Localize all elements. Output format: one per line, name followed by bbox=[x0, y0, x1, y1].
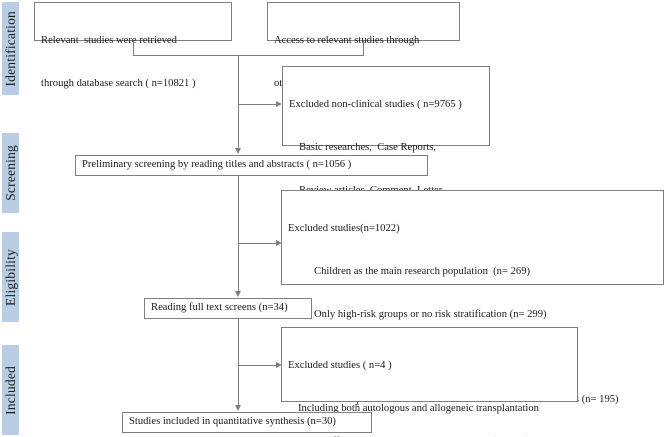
excluded-nonclinical-line-1: Excluded non-clinical studies ( n=9765 ) bbox=[289, 99, 462, 111]
connector-trunk-identification bbox=[238, 55, 239, 148]
box-excluded-after-screening: Excluded studies(n=1022) Children as the… bbox=[281, 190, 664, 437]
box-included-in-synthesis: Studies included in quantitative synthes… bbox=[122, 412, 372, 433]
connector-stub-database bbox=[133, 41, 134, 55]
box-full-text-screens: Reading full text screens (n=34) bbox=[144, 298, 312, 319]
included-synthesis-line-1: Studies included in quantitative synthes… bbox=[129, 416, 336, 428]
arrowhead-to-full-text-screens bbox=[235, 291, 241, 297]
stage-label-identification: Identification bbox=[2, 10, 18, 87]
stage-bar-identification: Identification bbox=[2, 2, 19, 95]
box-preliminary-screening: Preliminary screening by reading titles … bbox=[75, 155, 428, 176]
records-database-line-2: through database search ( n=10821 ) bbox=[41, 78, 196, 90]
connector-trunk-screening bbox=[238, 176, 239, 291]
stage-label-eligibility: Eligibility bbox=[2, 248, 18, 306]
excluded-screening-line-2: Children as the main research population… bbox=[314, 266, 531, 278]
stage-bar-eligibility: Eligibility bbox=[2, 232, 19, 322]
excluded-screening-line-1: Excluded studies(n=1022) bbox=[288, 223, 400, 235]
connector-stub-other bbox=[363, 41, 364, 55]
excluded-nonclinical-line-2: Basic researches, Case Reports, bbox=[299, 142, 437, 154]
stage-label-included: Included bbox=[2, 365, 18, 415]
box-excluded-after-full-text: Excluded studies ( n=4 ) Including both … bbox=[281, 327, 578, 414]
connector-branch-nonclinical bbox=[238, 104, 276, 105]
connector-branch-fulltext-excluded bbox=[238, 365, 276, 366]
box-records-database-search: Relevant studies were retrieved through … bbox=[34, 2, 232, 89]
records-other-line-1: Access to relevant studies through bbox=[274, 35, 420, 47]
records-database-line-1: Relevant studies were retrieved bbox=[41, 35, 177, 47]
excluded-screening-line-3: Only high-risk groups or no risk stratif… bbox=[314, 308, 547, 320]
arrowhead-to-included-synthesis bbox=[235, 405, 241, 411]
connector-merge-bus bbox=[133, 55, 364, 56]
connector-trunk-eligibility bbox=[238, 319, 239, 405]
stage-bar-screening: Screening bbox=[2, 133, 19, 213]
excluded-fulltext-line-2: Including both autologous and allogeneic… bbox=[298, 403, 539, 415]
arrowhead-to-excluded-screening bbox=[276, 240, 282, 246]
arrowhead-to-excluded-fulltext bbox=[276, 362, 282, 368]
connector-branch-screening-excluded bbox=[238, 243, 276, 244]
box-excluded-non-clinical: Excluded non-clinical studies ( n=9765 )… bbox=[282, 66, 490, 281]
stage-label-screening: Screening bbox=[2, 145, 18, 201]
box-records-other-resources: Access to relevant studies through other… bbox=[267, 2, 460, 89]
arrowhead-to-preliminary-screening bbox=[235, 148, 241, 154]
preliminary-screening-line-1: Preliminary screening by reading titles … bbox=[82, 159, 352, 171]
arrowhead-to-excluded-nonclinical bbox=[276, 101, 282, 107]
full-text-screens-line-1: Reading full text screens (n=34) bbox=[151, 302, 288, 314]
stage-bar-included: Included bbox=[2, 345, 19, 435]
excluded-fulltext-line-1: Excluded studies ( n=4 ) bbox=[288, 360, 392, 372]
